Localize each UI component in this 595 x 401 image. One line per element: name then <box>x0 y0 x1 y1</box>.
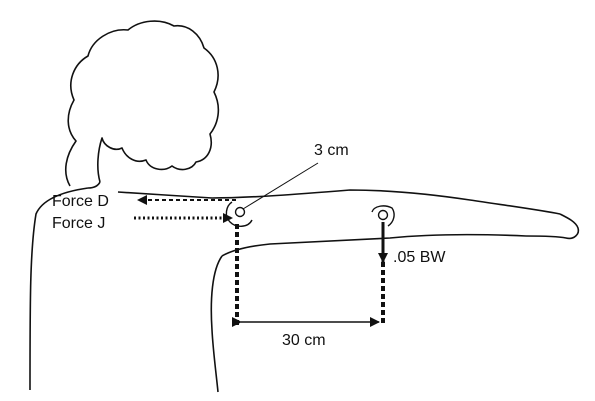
elbow-outline <box>371 205 395 227</box>
force-d-label: Force D <box>52 193 109 210</box>
hand-outline <box>525 213 580 240</box>
head-outline <box>64 20 220 187</box>
arm-upper-edge <box>117 189 561 215</box>
torso-outline <box>29 187 89 391</box>
center-of-mass-marker <box>377 209 389 221</box>
shoulder-joint-center <box>234 206 246 218</box>
neck-outline <box>87 181 101 189</box>
force-j-label: Force J <box>52 215 106 232</box>
distance-label: 30 cm <box>282 332 326 349</box>
moment-arm-label: 3 cm <box>314 142 349 159</box>
moment-arm-leader-line <box>242 162 319 210</box>
arm-lower-edge <box>221 233 527 257</box>
arm-weight-label: .05 BW <box>393 249 446 266</box>
axilla-outline <box>210 255 223 393</box>
